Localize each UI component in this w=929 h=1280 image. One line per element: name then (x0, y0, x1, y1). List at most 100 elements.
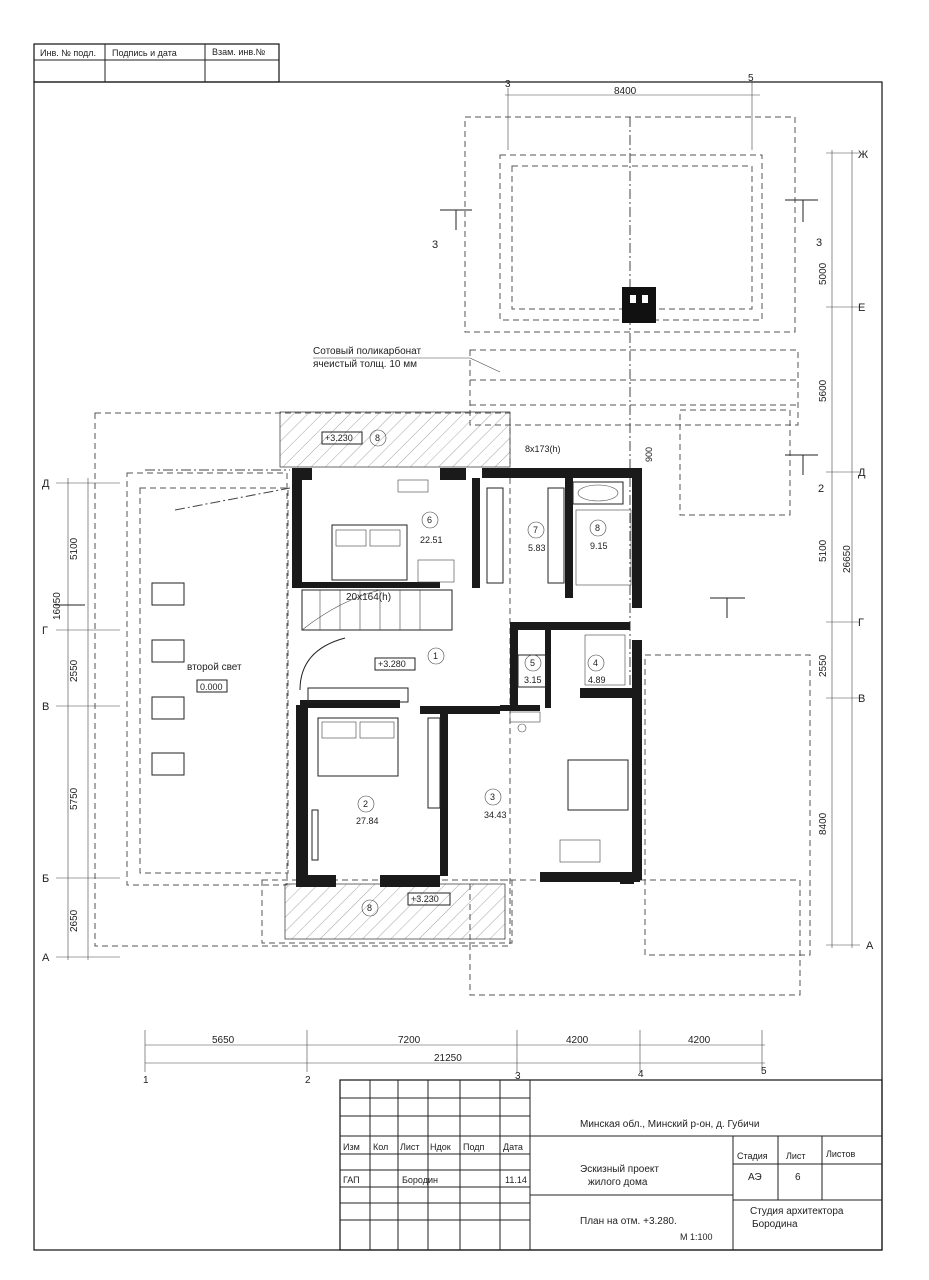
right-axis-v: В (858, 693, 865, 705)
svg-text:4.89: 4.89 (588, 675, 606, 685)
dim-bottom-4200b: 4200 (688, 1035, 711, 1046)
left-axis-markers (56, 478, 120, 960)
dim-right-5100: 5100 (818, 539, 829, 562)
right-axis-d: Д (858, 467, 866, 479)
dim-left-2650: 2650 (69, 909, 80, 932)
dim-bottom-5650: 5650 (212, 1035, 235, 1046)
top-axis-5: 5 (748, 73, 754, 84)
axis-label-d: Д (42, 478, 50, 490)
dim-right-5600: 5600 (818, 379, 829, 402)
right-axis-markers (826, 150, 860, 948)
section-label-3a: 3 (432, 239, 438, 251)
room-marker-7: 7 5.83 (527, 521, 546, 553)
top-terrace (279, 411, 511, 468)
axis-label-v: В (42, 701, 49, 713)
room-marker-8: 8 9.15 (589, 519, 608, 551)
window (151, 696, 185, 720)
axis-num-3: 3 (515, 1071, 521, 1082)
svg-text:8: 8 (595, 523, 600, 533)
room-marker-terrace-top: 8 (369, 429, 387, 447)
svg-text:6: 6 (427, 515, 432, 525)
tb-plan: План на отм. +3.280. (580, 1216, 677, 1227)
stamp-cell-sign: Подпись и дата (112, 48, 177, 58)
dim-left-5750: 5750 (69, 787, 80, 810)
axis-label-g: Г (42, 625, 48, 637)
tb-studio-2: Бородина (752, 1219, 798, 1230)
section-mark-left (440, 209, 472, 230)
axis-label-b: Б (42, 873, 49, 885)
level-top-terrace: +3.230 (325, 433, 353, 443)
level-hall: +3.280 (378, 659, 406, 669)
tb-stage: АЭ (748, 1172, 762, 1183)
title-block (339, 1079, 883, 1251)
drawing-frame (33, 81, 883, 1251)
section-label-3b: 3 (816, 237, 822, 249)
dim-left-5100: 5100 (69, 537, 80, 560)
dim-right-2550: 2550 (818, 654, 829, 677)
dim-right-total: 26650 (842, 545, 853, 573)
svg-text:3.15: 3.15 (524, 675, 542, 685)
window (151, 752, 185, 776)
dim-top-8400: 8400 (614, 86, 637, 97)
axis-num-1: 1 (143, 1075, 149, 1086)
tb-project-1: Эскизный проект (580, 1164, 659, 1175)
level-bottom-terrace: +3.230 (411, 894, 439, 904)
right-axis-g: Г (858, 617, 864, 629)
svg-text:34.43: 34.43 (484, 810, 507, 820)
tb-header-ndok: Ндок (430, 1142, 451, 1152)
note-polycarbonate-2: ячеистый толщ. 10 мм (313, 359, 417, 370)
dim-right-5000: 5000 (818, 262, 829, 285)
svg-text:3: 3 (490, 792, 495, 802)
dim-bottom-7200: 7200 (398, 1035, 421, 1046)
dim-bottom-4200a: 4200 (566, 1035, 589, 1046)
right-axis-zh: Ж (858, 149, 868, 161)
tb-sheet-label: Лист (786, 1151, 806, 1161)
tb-stage-label: Стадия (737, 1151, 768, 1161)
tb-header-izm: Изм (343, 1142, 360, 1152)
svg-text:5: 5 (530, 658, 535, 668)
dim-bottom-total: 21250 (434, 1053, 462, 1064)
window (151, 582, 185, 606)
svg-text:22.51: 22.51 (420, 535, 443, 545)
second-light-level: 0.000 (200, 682, 223, 692)
room-marker-1: 1 (427, 647, 445, 665)
room-marker-2: 2 27.84 (356, 795, 379, 826)
svg-text:27.84: 27.84 (356, 816, 379, 826)
tb-header-list: Лист (400, 1142, 420, 1152)
room-marker-5: 5 3.15 (524, 654, 542, 685)
dim-left-2550: 2550 (69, 659, 80, 682)
note-polycarbonate-1: Сотовый поликарбонат (313, 345, 422, 357)
room-marker-3: 3 34.43 (484, 788, 507, 820)
stair-main-label: 20х164(h) (346, 592, 391, 603)
tb-studio-1: Студия архитектора (750, 1206, 844, 1217)
tb-header-podp: Подп (463, 1142, 485, 1152)
tb-scale: М 1:100 (680, 1232, 713, 1242)
svg-text:5.83: 5.83 (528, 543, 546, 553)
svg-text:9.15: 9.15 (590, 541, 608, 551)
tb-header-kol: Кол (373, 1142, 388, 1152)
stamp-cell-inv: Инв. № подл. (40, 48, 96, 58)
dim-door-900: 900 (644, 447, 654, 462)
right-axis-e: Е (858, 302, 865, 314)
right-axis-a: А (866, 940, 874, 952)
svg-text:8: 8 (367, 903, 372, 913)
stair-upper-label: 8х173(h) (525, 444, 561, 454)
tb-name: Бородин (402, 1175, 438, 1185)
axis-num-4: 4 (638, 1069, 644, 1080)
axis-num-2: 2 (305, 1075, 311, 1086)
tb-sheet: 6 (795, 1172, 801, 1183)
bottom-terrace (284, 883, 506, 940)
room-marker-4: 4 4.89 (587, 654, 606, 685)
dim-left-total: 16050 (52, 592, 63, 620)
tb-date: 11.14 (505, 1175, 527, 1185)
tb-sheets-label: Листов (826, 1149, 855, 1159)
section-mark-right (785, 199, 818, 222)
svg-text:4: 4 (593, 658, 598, 668)
svg-text:7: 7 (533, 525, 538, 535)
axis-num-5: 5 (761, 1066, 767, 1077)
svg-text:2: 2 (363, 799, 368, 809)
section-label-2: 2 (818, 483, 824, 495)
axis-label-a: А (42, 952, 50, 964)
tb-role: ГАП (343, 1175, 360, 1185)
